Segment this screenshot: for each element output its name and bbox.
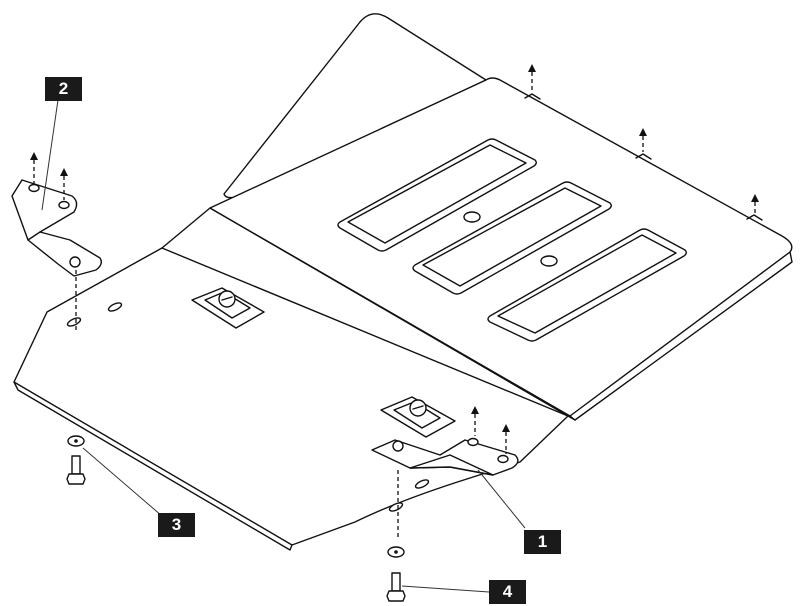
callout-1: 1: [524, 530, 561, 554]
rear-flap: [223, 13, 487, 199]
front-bracket: [371, 437, 519, 476]
bolt-washer-3: [66, 435, 86, 485]
side-bracket: [11, 179, 103, 277]
direction-arrows: [30, 64, 759, 540]
callout-2: 2: [45, 77, 82, 101]
vent-slots: [337, 138, 687, 342]
callout-3: 3: [158, 513, 195, 537]
callout-4: 4: [489, 580, 526, 604]
mount-left: [191, 287, 265, 329]
bolt-washer-4: [386, 546, 406, 602]
mount-right: [380, 396, 456, 438]
